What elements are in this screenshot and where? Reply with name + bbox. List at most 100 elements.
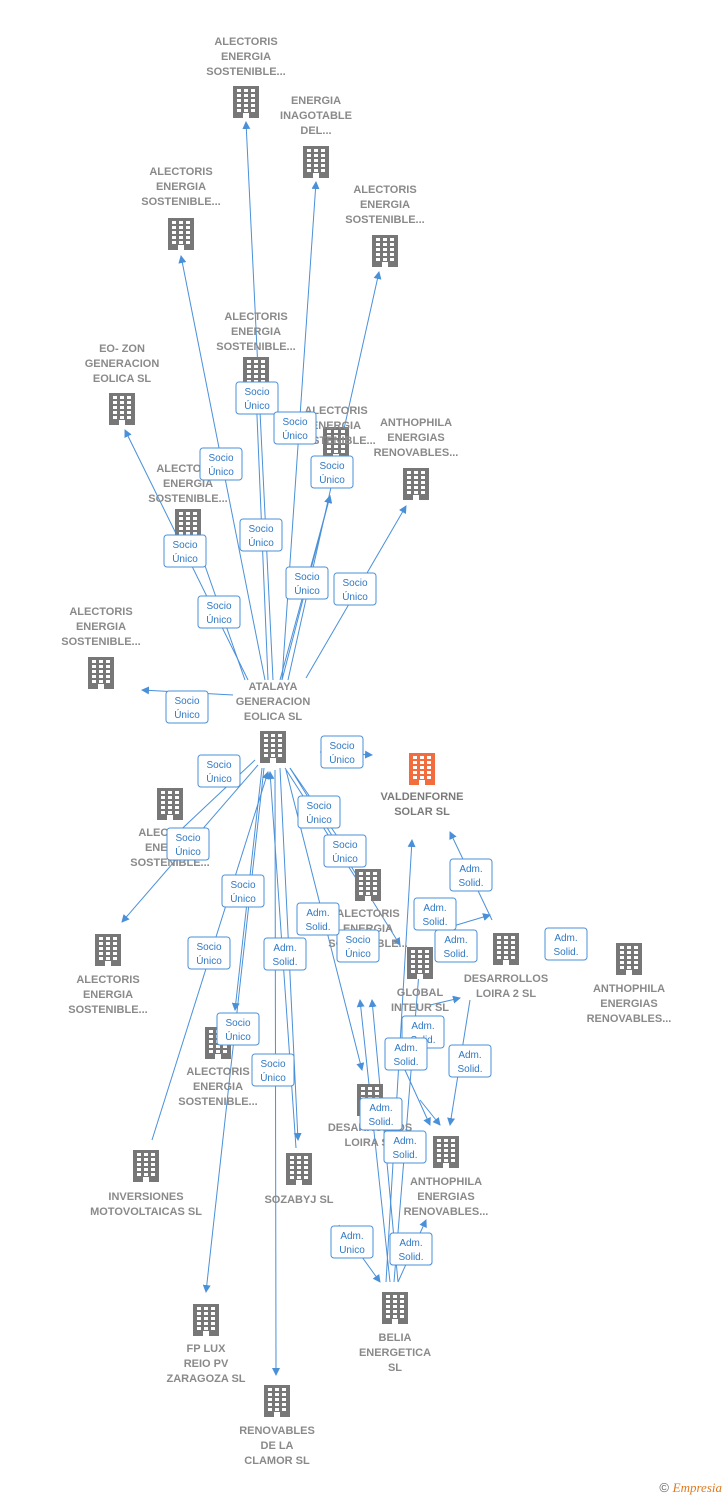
company-node-aes9[interactable]: ALECTORISENERGIASOSTENIBLE...: [68, 934, 148, 1016]
company-node-aes4[interactable]: ALECTORISENERGIASOSTENIBLE...: [216, 311, 296, 389]
edge-arrow: [169, 759, 256, 841]
badge-label: Adm.: [273, 943, 296, 954]
company-label: ENERGETICA: [359, 1347, 431, 1359]
company-label: ATALAYA: [249, 681, 298, 693]
relation-badge[interactable]: Adm.Solid.: [389, 1232, 433, 1266]
company-label: LOIRA 2 SL: [476, 988, 536, 1000]
badge-label: Adm.: [554, 933, 577, 944]
badge-label: Solid.: [272, 957, 297, 968]
company-node-sozabyj[interactable]: SOZABYJ SL: [264, 1153, 334, 1206]
badge-label: Único: [306, 813, 332, 826]
badge-label: Único: [342, 590, 368, 603]
badge-label: Solid.: [393, 1057, 418, 1068]
company-node-aes11[interactable]: ALECTORISENERGIASOSTENIBLE...: [328, 869, 408, 950]
company-node-aes3[interactable]: ALECTORISENERGIASOSTENIBLE...: [345, 184, 425, 267]
relation-badge[interactable]: Adm.Solid.: [449, 858, 493, 892]
company-label: EO- ZON: [99, 343, 145, 355]
relation-badge[interactable]: Adm.Unico: [330, 1225, 374, 1259]
badge-label: Adm.: [444, 935, 467, 946]
company-node-aes2[interactable]: ALECTORISENERGIASOSTENIBLE...: [141, 166, 221, 250]
badge-label: Único: [175, 845, 201, 858]
company-node-aes6[interactable]: ALECTORISENERGIASOSTENIBLE...: [61, 606, 141, 689]
company-label: LOIRA SL: [345, 1137, 396, 1149]
relation-badge[interactable]: Adm.Solid.: [544, 927, 588, 961]
company-label: ALECTORIS: [149, 166, 212, 178]
edge-arrow: [393, 959, 424, 1283]
company-label: GENERACION: [236, 696, 311, 708]
company-label: ALECTORIS: [69, 606, 132, 618]
company-node-eid[interactable]: ENERGIAINAGOTABLEDEL...: [280, 95, 352, 178]
company-label: REIO PV: [184, 1358, 229, 1370]
badge-label: Único: [206, 613, 232, 626]
badge-label: Único: [282, 429, 308, 442]
company-node-aes1[interactable]: ALECTORISENERGIASOSTENIBLE...: [206, 36, 286, 118]
badges-layer: SocioÚnicoSocioÚnicoSocioÚnicoSocioÚnico…: [163, 381, 588, 1266]
relation-badge[interactable]: Adm.Solid.: [413, 897, 457, 931]
relation-badge[interactable]: Adm.Solid.: [359, 1097, 403, 1131]
badge-label: Socio: [248, 524, 273, 535]
badge-label: Socio: [294, 572, 319, 583]
relation-badge[interactable]: Adm.Solid.: [434, 929, 478, 963]
company-label: ALECTORIS: [353, 184, 416, 196]
company-node-anth3[interactable]: ANTHOPHILAENERGIASRENOVABLES...: [404, 1136, 489, 1218]
badge-label: Único: [329, 753, 355, 766]
relation-badge[interactable]: Adm.Solid.: [384, 1037, 428, 1071]
empresia-logo: Empresia: [672, 1480, 722, 1495]
building-icon: [382, 1292, 408, 1324]
company-node-anth2[interactable]: ANTHOPHILAENERGIASRENOVABLES...: [587, 943, 672, 1025]
footer-brand: © Empresia: [659, 1480, 722, 1496]
company-node-anth1[interactable]: ANTHOPHILAENERGIASRENOVABLES...: [374, 417, 459, 500]
badge-label: Socio: [260, 1059, 285, 1070]
badge-label: Adm.: [306, 908, 329, 919]
edge-arrow: [419, 1099, 441, 1126]
building-icon: [407, 947, 433, 979]
building-icon: [409, 753, 435, 785]
badge-label: Único: [248, 536, 274, 549]
relation-badge[interactable]: Adm. Solid.: [263, 937, 307, 971]
company-label: GENERACION: [85, 358, 160, 370]
building-icon: [616, 943, 642, 975]
badge-label: Único: [319, 473, 345, 486]
building-icon: [323, 427, 349, 459]
company-label: ALECTORIS: [304, 405, 367, 417]
company-label: SOSTENIBLE...: [345, 214, 424, 226]
company-label: SOLAR SL: [394, 806, 450, 818]
company-label: BELIA: [379, 1332, 412, 1344]
relation-badge[interactable]: Adm.Solid.: [296, 902, 340, 936]
relation-badge[interactable]: Adm.Solid.: [448, 1044, 492, 1078]
relation-badge[interactable]: Adm.Solid.: [383, 1130, 427, 1164]
company-label: MOTOVOLTAICAS SL: [90, 1206, 202, 1218]
badge-label: Adm.: [340, 1231, 363, 1242]
company-label: CLAMOR SL: [244, 1455, 310, 1467]
company-label: INAGOTABLE: [280, 110, 352, 122]
